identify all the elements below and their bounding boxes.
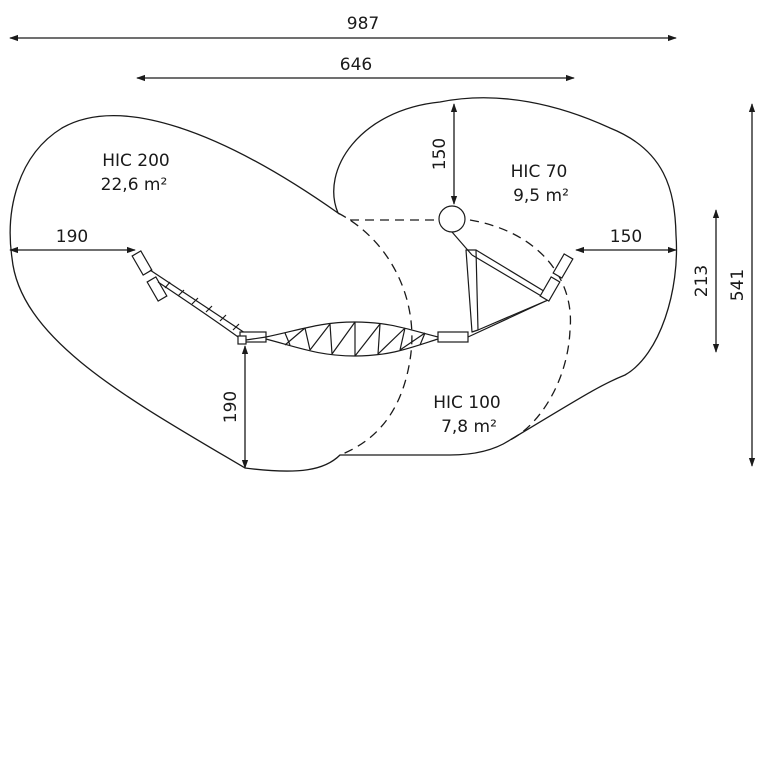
zone-hic-70-name: HIC 70 <box>511 162 568 182</box>
dim-label-inner-width: 646 <box>340 55 372 75</box>
zone-hic-100-boundary <box>469 219 572 441</box>
dim-label-total-height: 541 <box>728 269 748 301</box>
zone-hic-100-name: HIC 100 <box>433 393 501 413</box>
dim-label-top-clearance: 150 <box>430 138 450 170</box>
dim-label-total-width: 987 <box>347 14 379 34</box>
anchor-post <box>438 205 466 233</box>
triangle-frame-right <box>438 205 574 338</box>
zone-hic-200-outline <box>9 97 678 472</box>
rope-bridge-left <box>131 250 246 343</box>
dim-label-bottom-clearance: 190 <box>221 391 241 423</box>
zone-hic-100-area: 7,8 m² <box>441 417 497 437</box>
zone-hic-200-boundary <box>337 212 413 456</box>
zone-hic-200-name: HIC 200 <box>102 151 170 171</box>
dim-label-right-clearance: 150 <box>610 227 642 247</box>
net-bridge-center <box>237 321 469 357</box>
zone-hic-70-area: 9,5 m² <box>513 186 569 206</box>
zone-hic-200-area: 22,6 m² <box>101 175 168 195</box>
dim-label-left-clearance: 190 <box>56 227 88 247</box>
dim-label-mid-height: 213 <box>692 265 712 297</box>
